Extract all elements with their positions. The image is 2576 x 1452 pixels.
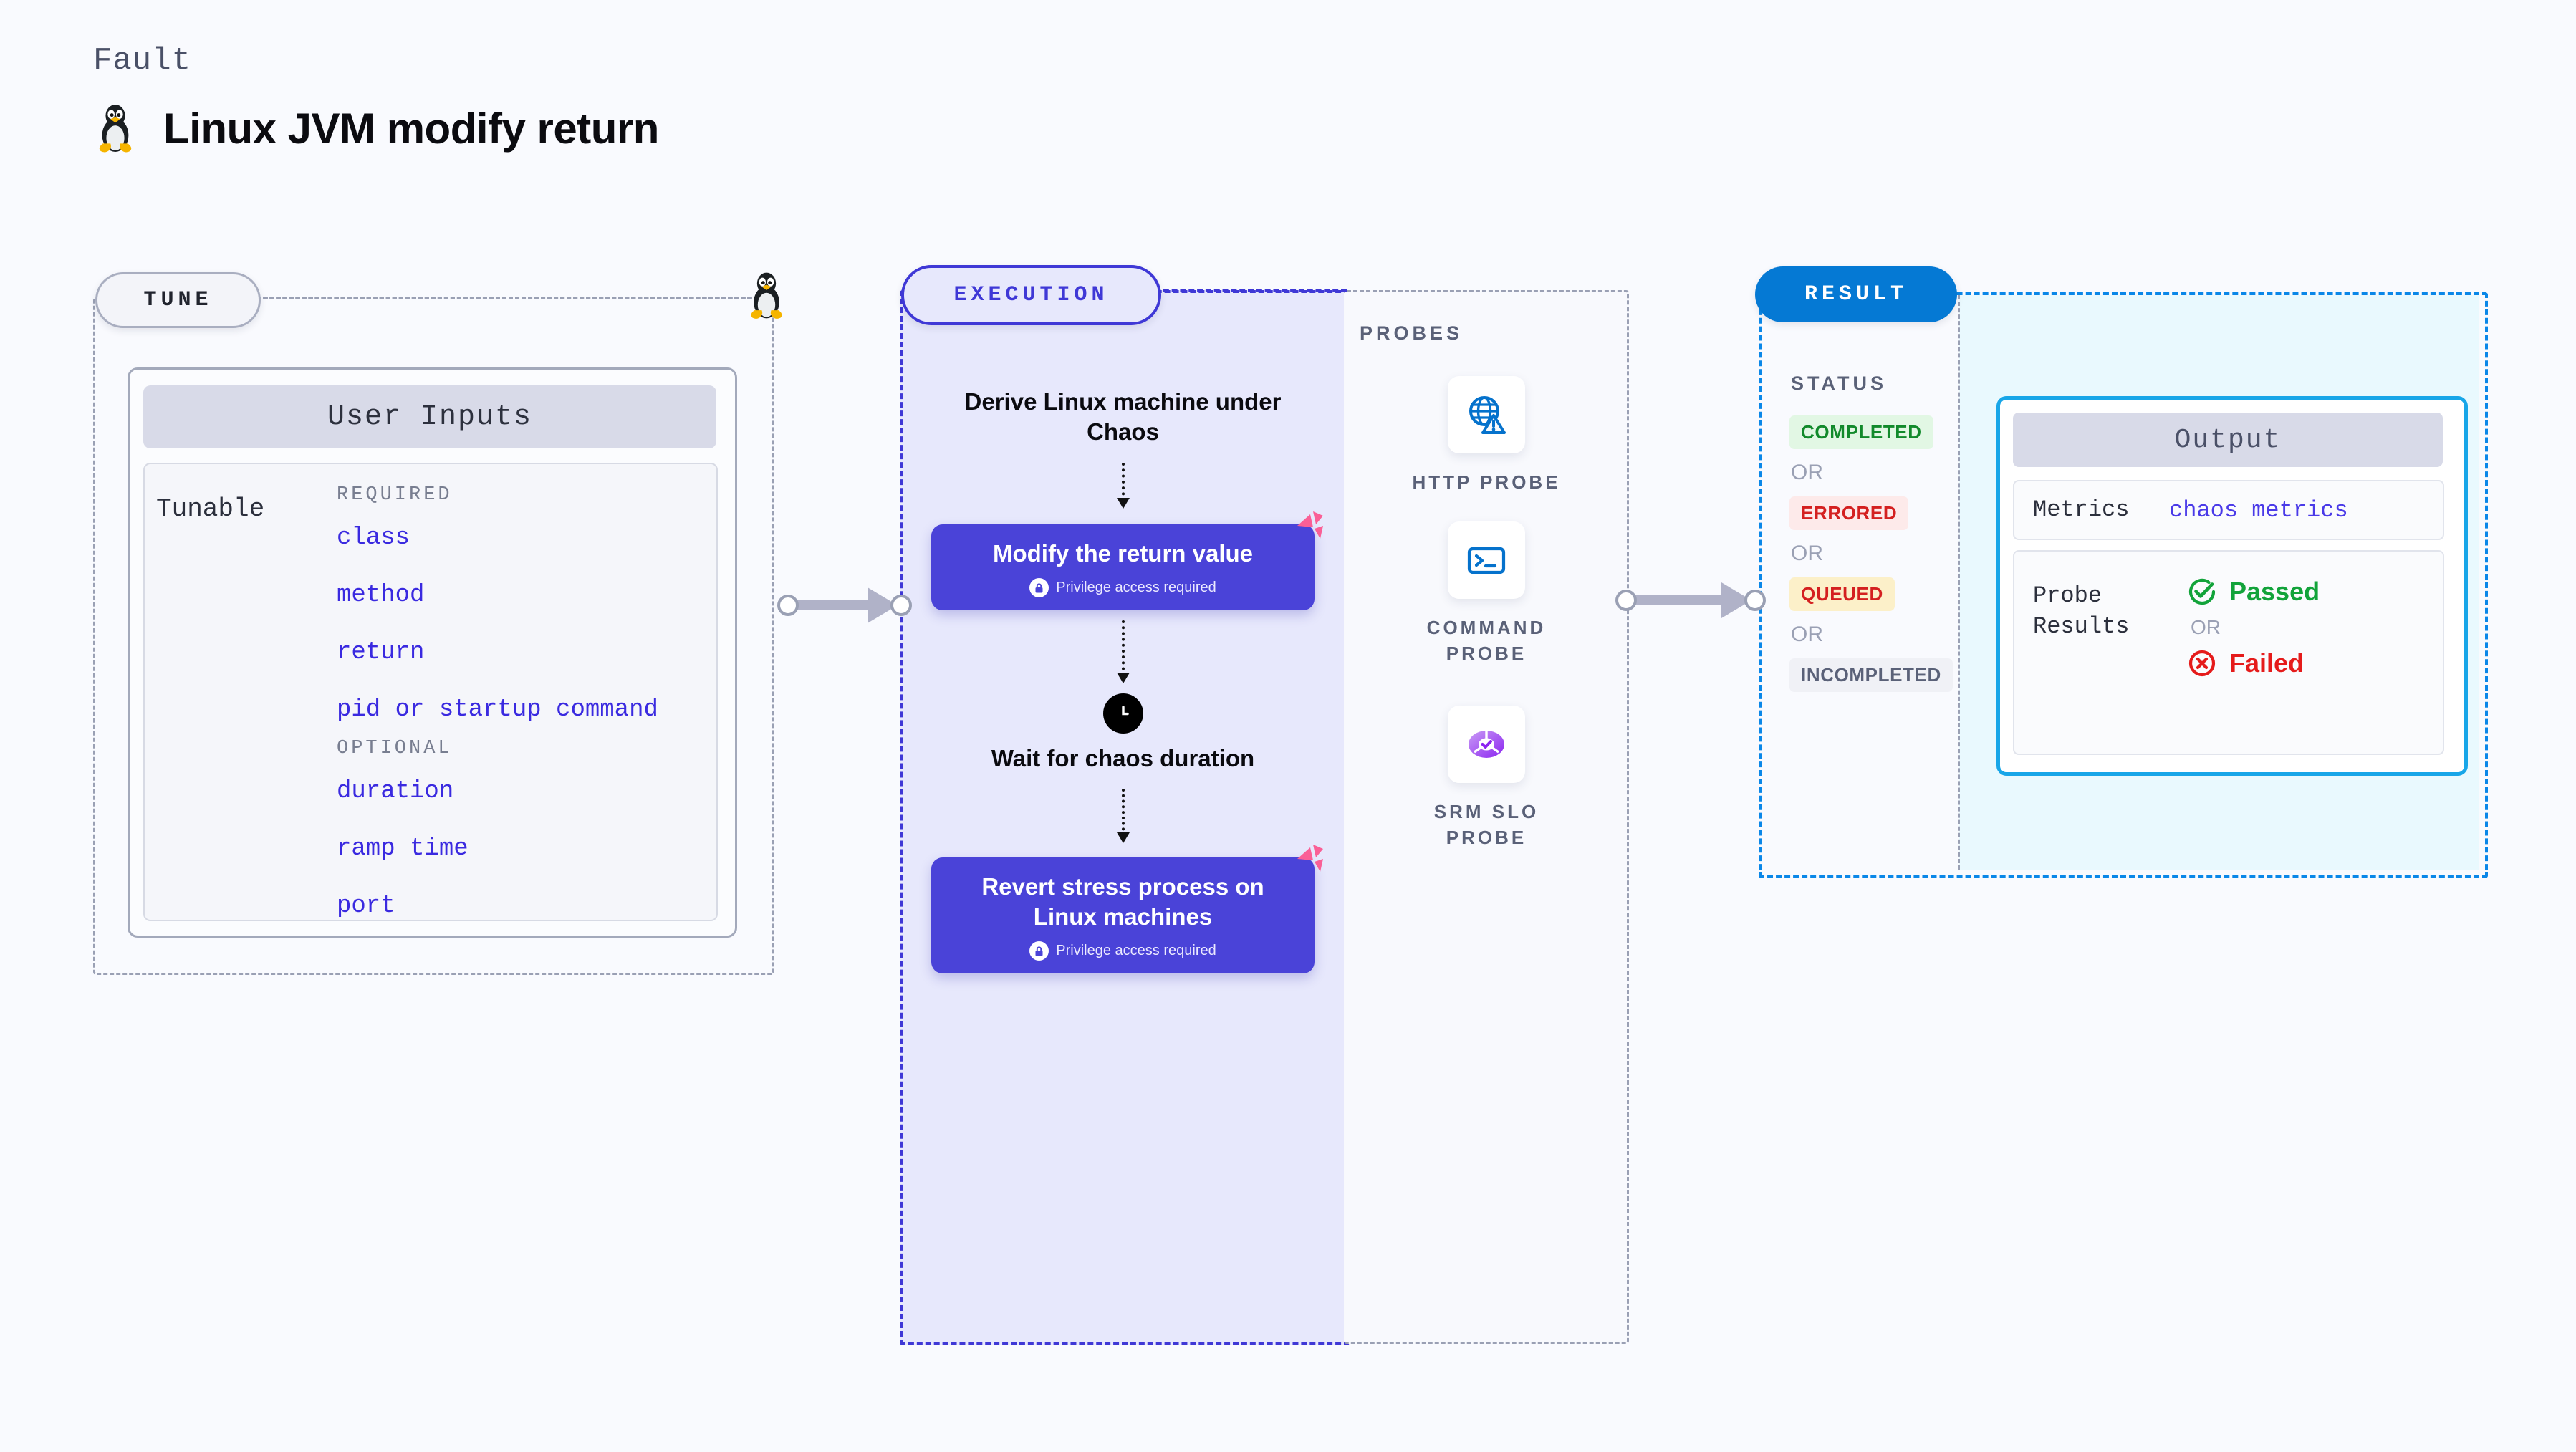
execution-top-dash-line: [1155, 289, 1347, 292]
probe-item-srm-slo[interactable]: SRM SLO PROBE: [1393, 706, 1580, 851]
probe-label: HTTP PROBE: [1412, 471, 1561, 493]
flow-arrow: [1116, 463, 1130, 509]
lock-icon: [1029, 578, 1049, 598]
harness-flag-icon: [1297, 844, 1323, 872]
node-note-row: Privilege access required: [950, 941, 1296, 961]
tune-label-text: TUNE: [143, 288, 213, 312]
status-or-text: OR: [1791, 542, 1823, 565]
output-header: Output: [2013, 413, 2443, 467]
execution-panel: [900, 290, 1350, 1345]
metrics-value-link[interactable]: chaos metrics: [2169, 496, 2348, 524]
probe-result-passed: Passed: [2186, 576, 2320, 607]
flow-arrow: [1116, 620, 1130, 684]
probe-results-key: Probe Results: [2033, 582, 2130, 640]
output-title: Output: [2174, 424, 2282, 456]
tunable-item[interactable]: return: [337, 639, 425, 666]
connector-dot-end: [890, 595, 912, 616]
probe-item-command[interactable]: COMMAND PROBE: [1393, 521, 1580, 667]
tunable-list: REQUIRED class method return pid or star…: [337, 484, 709, 920]
flow-step-text: Derive Linux machine under Chaos: [964, 388, 1282, 446]
x-circle-icon: [2188, 650, 2216, 677]
tune-top-dash-line: [256, 297, 765, 299]
tunable-item[interactable]: pid or startup command: [337, 696, 658, 723]
node-title: Revert stress process on Linux machines: [981, 872, 1264, 931]
result-panel-label: RESULT: [1755, 266, 1957, 322]
flow-step-text: Wait for chaos duration: [991, 745, 1255, 772]
connector-dot-start: [777, 595, 799, 616]
execution-label-text: EXECUTION: [953, 283, 1109, 307]
linux-tux-icon-tune: [745, 269, 788, 322]
probe-label: SRM SLO PROBE: [1433, 801, 1539, 849]
connector-line: [1623, 595, 1724, 605]
execution-flow: Derive Linux machine under Chaos Modify …: [931, 387, 1323, 974]
page-title: Linux JVM modify return: [163, 104, 659, 153]
probes-panel: [1344, 290, 1629, 1344]
connector-dot-start: [1615, 590, 1637, 611]
connector-line: [784, 600, 870, 610]
connector-dot-end: [1744, 590, 1766, 611]
tunable-item[interactable]: ramp time: [337, 835, 468, 862]
linux-tux-icon-svg: [99, 105, 132, 153]
node-note-row: Privilege access required: [950, 578, 1296, 598]
globe-warning-icon: [1448, 376, 1525, 453]
tunable-item[interactable]: port: [337, 893, 395, 920]
probe-item-http[interactable]: HTTP PROBE: [1393, 376, 1580, 495]
node-note-text: Privilege access required: [1056, 943, 1216, 959]
tunable-group-optional-label: OPTIONAL: [337, 738, 453, 759]
tunable-item[interactable]: method: [337, 582, 425, 609]
flow-arrow: [1116, 788, 1130, 843]
probe-label: COMMAND PROBE: [1426, 617, 1547, 665]
terminal-icon: [1448, 521, 1525, 599]
harness-flag-icon: [1297, 511, 1323, 539]
tunable-row-label: Tunable: [156, 494, 265, 524]
probe-passed-label: Passed: [2229, 577, 2320, 606]
fault-title-row: Linux JVM modify return: [93, 100, 659, 156]
user-inputs-header: User Inputs: [143, 385, 716, 448]
probe-result-failed: Failed: [2186, 648, 2320, 679]
status-or-text: OR: [1791, 461, 1823, 484]
tune-panel-label: TUNE: [95, 272, 261, 328]
status-list: COMPLETED OR ERRORED OR QUEUED OR INCOMP…: [1789, 415, 1953, 692]
status-badge-errored: ERRORED: [1789, 496, 1909, 530]
status-badge-incompleted: INCOMPLETED: [1789, 658, 1953, 692]
status-or-text: OR: [1791, 622, 1823, 646]
status-title: STATUS: [1791, 372, 1887, 394]
slo-donut-check-icon: [1448, 706, 1525, 783]
probe-or-text: OR: [2191, 616, 2221, 638]
status-badge-completed: COMPLETED: [1789, 415, 1933, 449]
result-label-text: RESULT: [1804, 282, 1908, 307]
page-header: Fault Linux JVM modify return: [93, 43, 659, 156]
metrics-key: Metrics: [2033, 496, 2130, 524]
node-title: Modify the return value: [992, 540, 1254, 567]
linux-tux-icon: [93, 100, 138, 156]
tunable-group-required-label: REQUIRED: [337, 484, 453, 506]
user-inputs-title: User Inputs: [327, 400, 533, 433]
output-probe-results-row: Probe Results Passed OR Failed: [2013, 550, 2444, 755]
output-metrics-row: Metrics chaos metrics: [2013, 480, 2444, 540]
result-column-divider: [1958, 295, 1960, 870]
user-inputs-body: [143, 463, 718, 921]
lock-icon: [1029, 941, 1049, 961]
tunable-item[interactable]: class: [337, 524, 410, 552]
probe-failed-label: Failed: [2229, 648, 2305, 678]
probes-title: PROBES: [1360, 322, 1464, 344]
execution-panel-label: EXECUTION: [901, 265, 1161, 325]
node-note-text: Privilege access required: [1056, 580, 1216, 596]
result-panel: [1759, 292, 2488, 878]
execution-node-modify-return[interactable]: Modify the return value Privilege access…: [931, 511, 1323, 611]
tunable-item[interactable]: duration: [337, 778, 454, 805]
fault-kicker: Fault: [93, 43, 192, 79]
status-badge-queued: QUEUED: [1789, 577, 1895, 611]
clock-icon: [1102, 693, 1143, 734]
check-circle-icon: [2188, 578, 2216, 605]
execution-node-revert-stress[interactable]: Revert stress process on Linux machines …: [931, 844, 1323, 974]
